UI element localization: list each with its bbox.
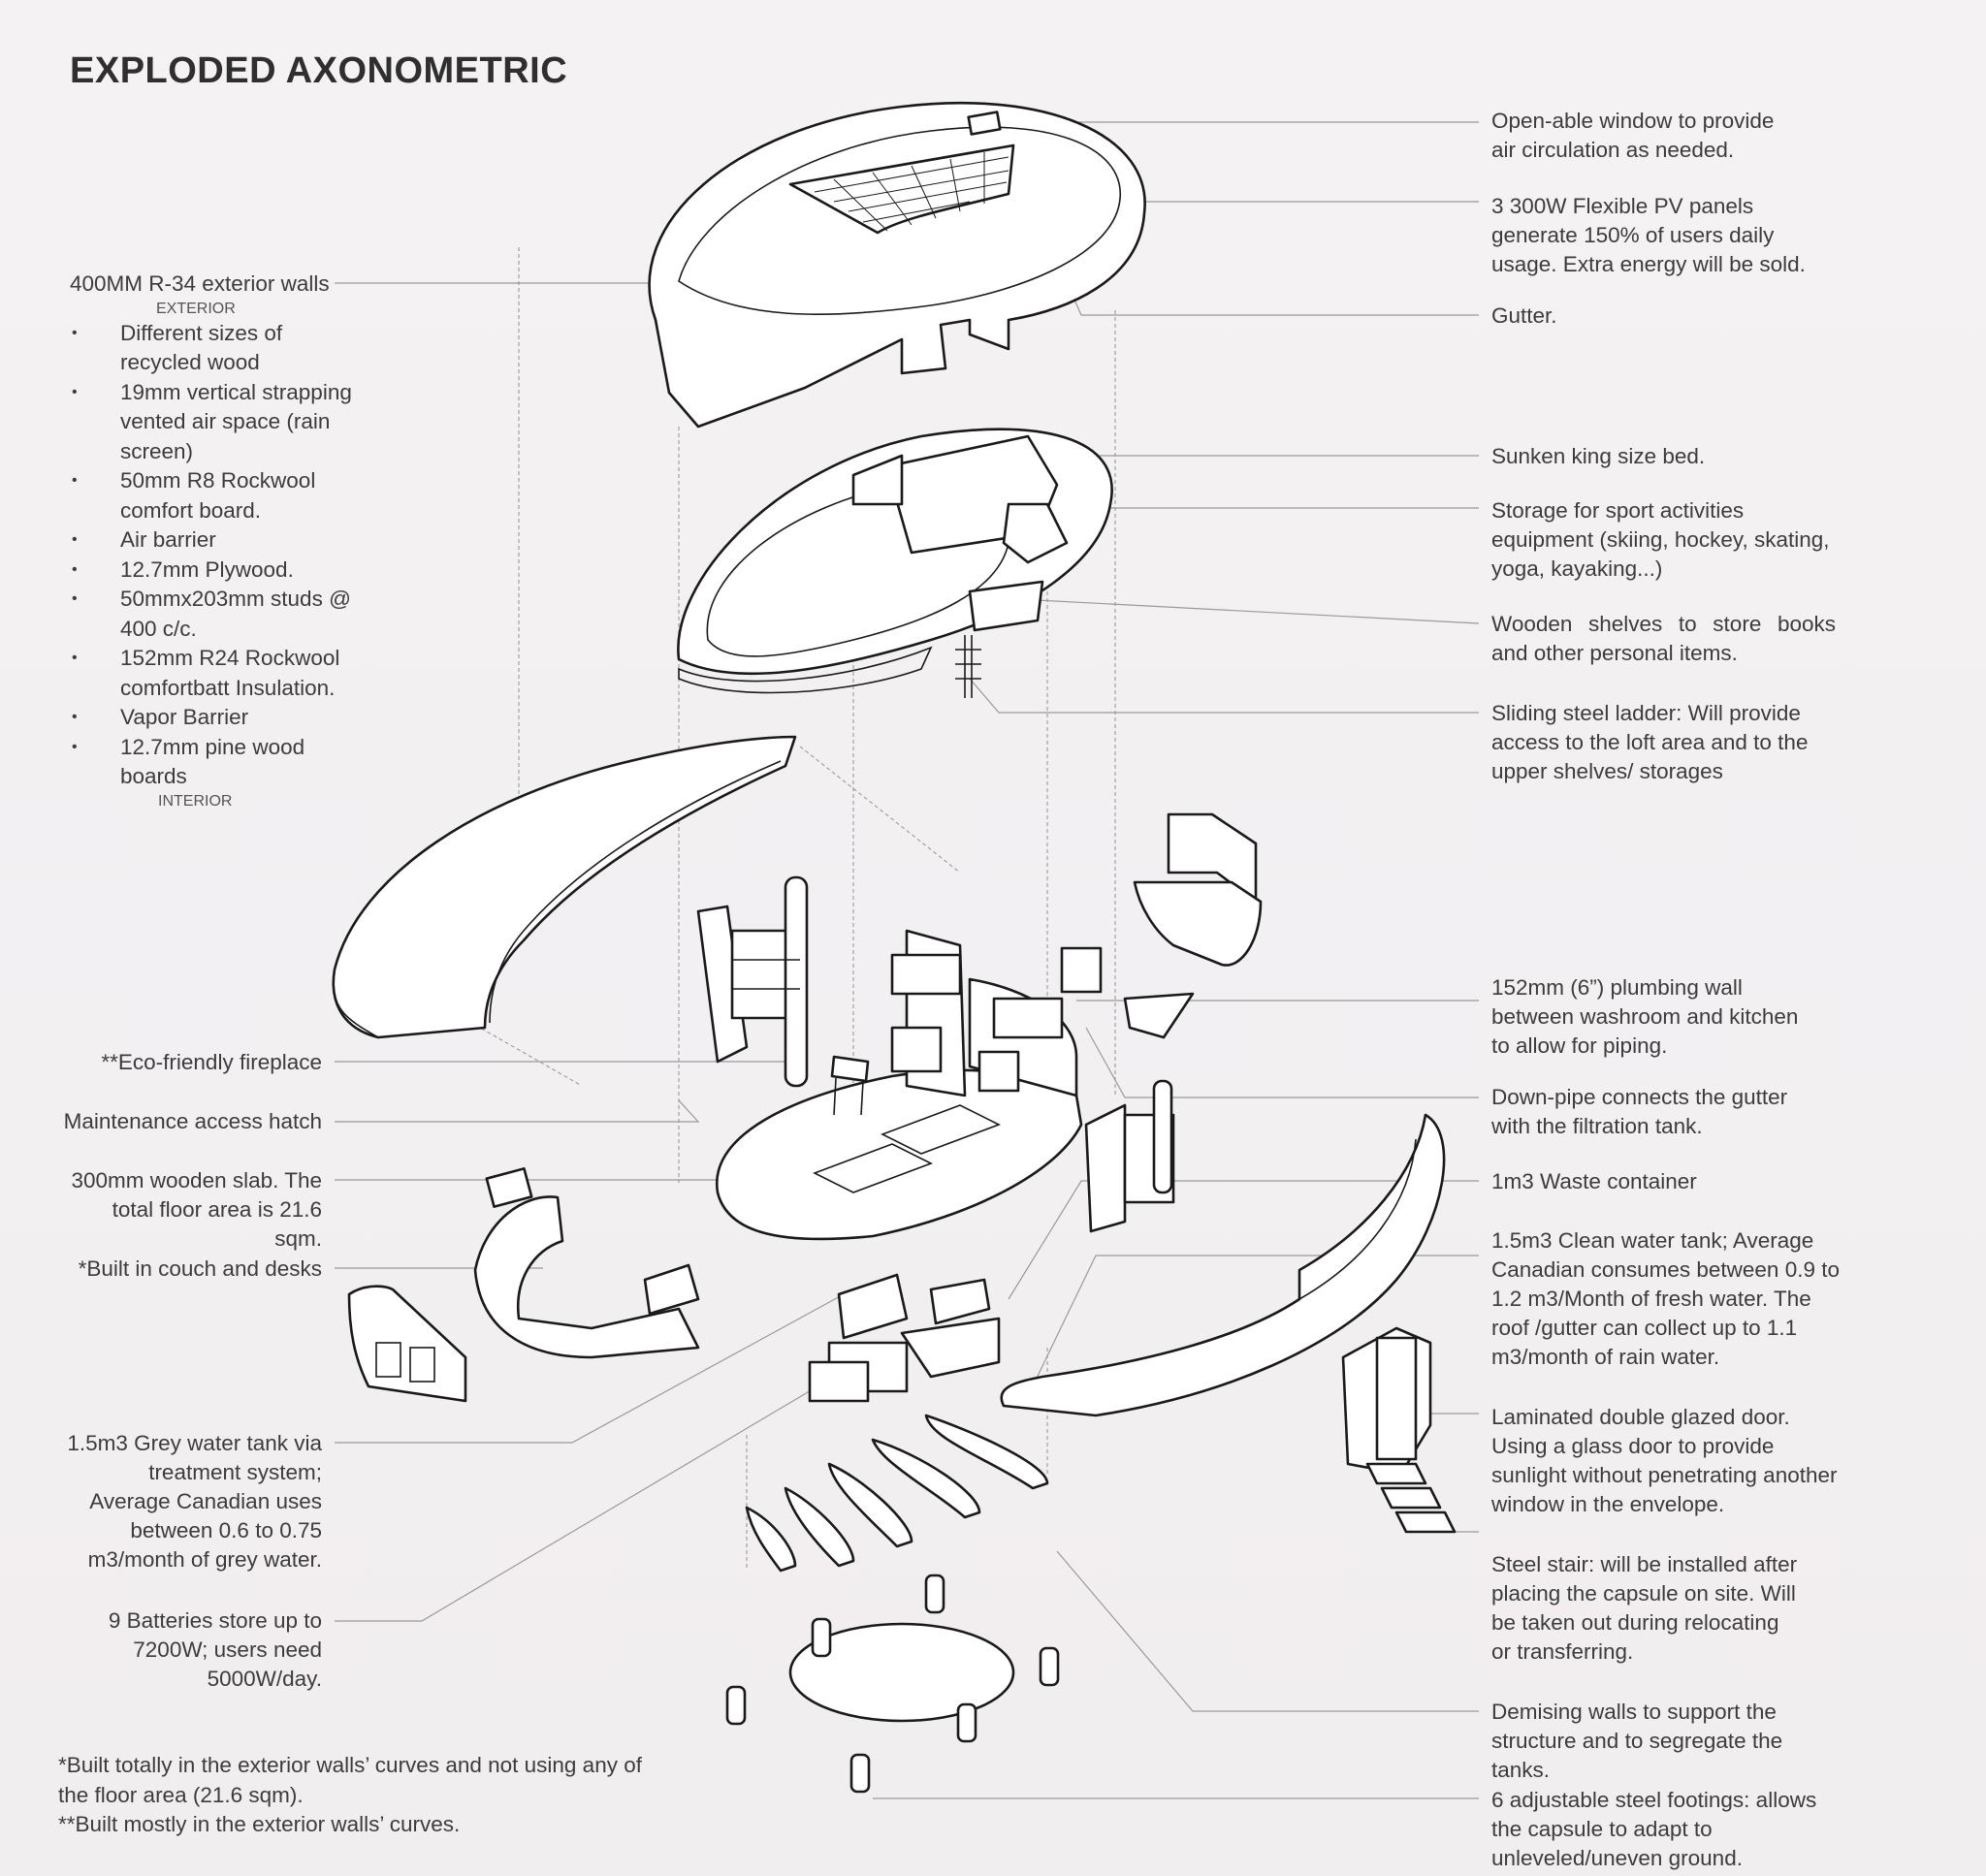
label-bed: Sunken king size bed.: [1491, 444, 1706, 468]
wall-layers-list: Different sizes of recycled wood 19mm ve…: [70, 319, 361, 792]
wall-layer-item: 152mm R24 Rockwool comfortbatt Insulatio…: [70, 644, 361, 703]
label-shelves: Wooden shelves to store books and other …: [1491, 612, 1836, 665]
washroom-units: [1060, 812, 1263, 1039]
wall-layer-item: Different sizes of recycled wood: [70, 319, 361, 378]
label-demising-walls: Demising walls to support the structure …: [1491, 1700, 1783, 1782]
label-window: Open-able window to provide air circulat…: [1491, 109, 1775, 162]
wall-layer-item: 19mm vertical strapping vented air space…: [70, 378, 361, 467]
interior-tag: INTERIOR: [158, 792, 233, 810]
label-wooden-slab: 300mm wooden slab. The total floor area …: [71, 1168, 323, 1251]
label-waste-container: 1m3 Waste container: [1491, 1169, 1697, 1193]
fireplace-shelves: [696, 875, 809, 1088]
label-ladder: Sliding steel ladder: Will provide acces…: [1491, 701, 1809, 783]
exterior-walls-heading: 400MM R-34 exterior walls: [70, 271, 330, 296]
label-clean-water-tank: 1.5m3 Clean water tank; Average Canadian…: [1491, 1228, 1840, 1369]
label-batteries: 9 Batteries store up to 7200W; users nee…: [108, 1608, 322, 1691]
footnotes: *Built totally in the exterior walls’ cu…: [58, 1751, 659, 1840]
label-access-hatch: Maintenance access hatch: [63, 1109, 322, 1133]
label-footings: 6 adjustable steel footings: allows the …: [1491, 1788, 1817, 1870]
left-curved-wall: [332, 735, 797, 1039]
right-shelving: [1084, 1079, 1175, 1233]
label-fireplace: **Eco-friendly fireplace: [101, 1050, 322, 1074]
label-grey-water-tank: 1.5m3 Grey water tank via treatment syst…: [67, 1431, 322, 1572]
couch-and-desks: [347, 1167, 700, 1403]
footings-base: [725, 1574, 1060, 1794]
wall-layer-item: 12.7mm Plywood.: [70, 556, 361, 586]
exterior-tag: EXTERIOR: [156, 300, 236, 317]
wall-layer-item: Vapor Barrier: [70, 703, 361, 733]
roof-shell: [648, 101, 1146, 429]
demising-walls: [745, 1414, 1049, 1573]
label-plumbing-wall: 152mm (6”) plumbing wall between washroo…: [1491, 975, 1799, 1058]
label-storage: Storage for sport activities equipment (…: [1491, 498, 1830, 581]
water-tanks-batteries: [808, 1273, 1001, 1403]
right-curved-wall: [1000, 1113, 1446, 1417]
page-title: EXPLODED AXONOMETRIC: [70, 50, 568, 91]
floor-slab-kitchen: [715, 929, 1083, 1241]
door-and-stair: [1341, 1326, 1457, 1534]
wall-layer-item: 50mm R8 Rockwool comfort board.: [70, 466, 361, 525]
label-pv-panels: 3 300W Flexible PV panels generate 150% …: [1491, 194, 1806, 276]
footnote-single: *Built totally in the exterior walls’ cu…: [58, 1753, 642, 1807]
label-door: Laminated double glazed door. Using a gl…: [1491, 1405, 1838, 1516]
label-steel-stair: Steel stair: will be installed after pla…: [1491, 1552, 1798, 1664]
label-couch-desks: *Built in couch and desks: [78, 1256, 322, 1281]
label-down-pipe: Down-pipe connects the gutter with the f…: [1491, 1085, 1788, 1138]
wall-layer-item: 12.7mm pine wood boards: [70, 733, 361, 792]
exterior-walls-spec: 400MM R-34 exterior walls EXTERIOR Diffe…: [70, 270, 361, 811]
wall-layer-item: 50mmx203mm studs @ 400 c/c.: [70, 585, 361, 644]
footnote-double: **Built mostly in the exterior walls’ cu…: [58, 1812, 461, 1836]
wall-layer-item: Air barrier: [70, 525, 361, 556]
loft-level: [677, 428, 1113, 698]
label-gutter: Gutter.: [1491, 303, 1557, 328]
pv-panels-grid: [814, 152, 1009, 232]
